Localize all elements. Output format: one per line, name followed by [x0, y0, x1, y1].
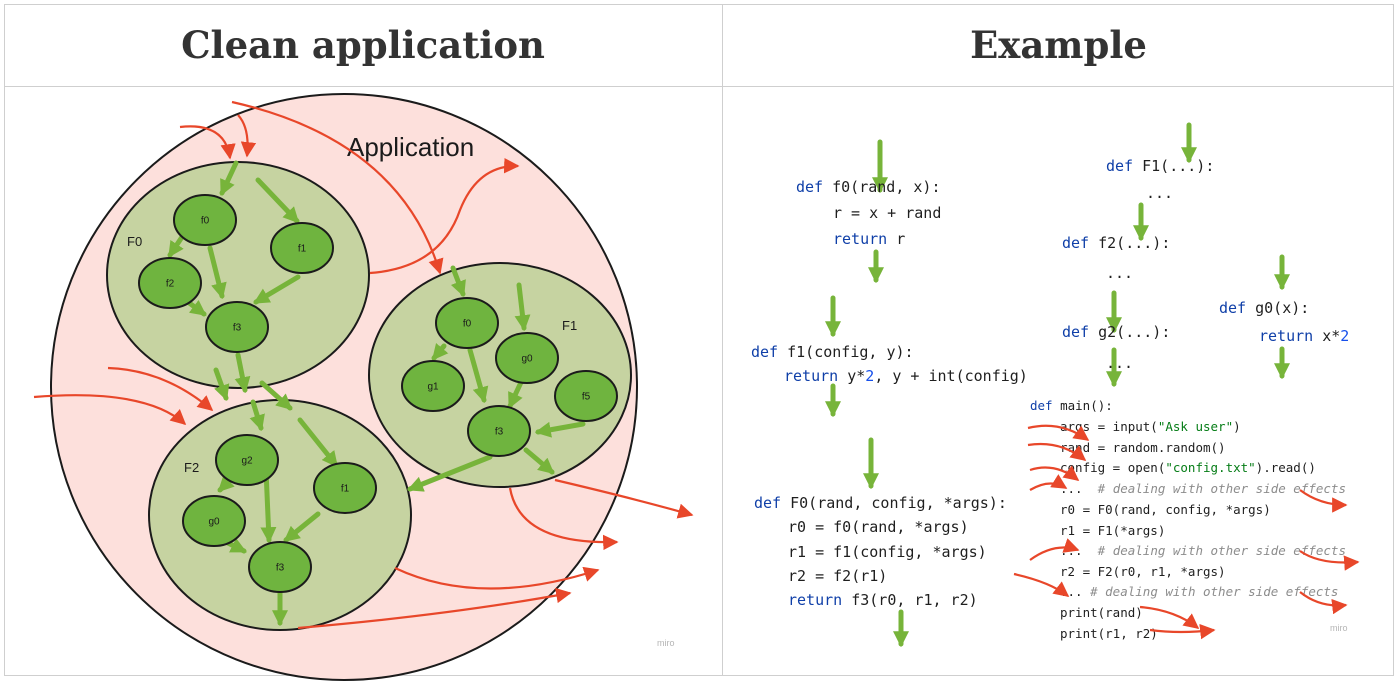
code-watermark: miro: [1330, 623, 1348, 633]
node-F1-f3: [467, 405, 531, 457]
node-F2-f1: [313, 462, 377, 514]
code-side-effect-arrows: [1013, 424, 1360, 640]
code-F0-r0: r0 = f0(rand, *args): [788, 518, 969, 536]
code-main-comment-2: ... # dealing with other side effects: [1060, 543, 1346, 558]
side-effect-arrows: [33, 100, 694, 630]
column-divider: [722, 4, 723, 676]
code-f0-return: return r: [833, 230, 905, 248]
code-f0-body: r = x + rand: [833, 204, 941, 222]
code-f2-def: def f2(...):: [1062, 234, 1170, 252]
node-F0-f1-label: f1: [298, 244, 307, 255]
code-main-def: def main():: [1030, 398, 1113, 413]
node-F0-f1: [270, 222, 334, 274]
code-main-r0: r0 = F0(rand, config, *args): [1060, 502, 1271, 517]
code-F0-def: def F0(rand, config, *args):: [754, 494, 1007, 512]
group-F2-label: F2: [184, 460, 199, 475]
code-F1-def: def F1(...):: [1106, 157, 1214, 175]
code-main-config: config = open("config.txt").read(): [1060, 460, 1316, 475]
code-F1-body: ...: [1146, 184, 1173, 202]
code-g0-def: def g0(x):: [1219, 299, 1309, 317]
node-F0-f3-label: f3: [233, 323, 242, 334]
code-f2-body: ...: [1106, 264, 1133, 282]
node-F1-g0: [495, 332, 559, 384]
application-label: Application: [347, 132, 474, 162]
clean-application-diagram: Application F0 F1 F2: [33, 93, 694, 681]
node-F2-f3: [248, 541, 312, 593]
diagram-watermark: miro: [657, 638, 675, 648]
code-main-r2: r2 = F2(r0, r1, *args): [1060, 564, 1226, 579]
node-F0-f3: [205, 301, 269, 353]
code-g2-body: ...: [1106, 354, 1133, 372]
node-F1-f3-label: f3: [495, 427, 504, 438]
group-F0-label: F0: [127, 234, 142, 249]
flow-arrows: [167, 160, 586, 627]
node-F0-f0: [173, 194, 237, 246]
code-f0-def: def f0(rand, x):: [796, 178, 941, 196]
node-F0-f2-label: f2: [166, 279, 175, 290]
code-main-r1: r1 = F1(*args): [1060, 523, 1165, 538]
code-F0-r1: r1 = f1(config, *args): [788, 543, 987, 561]
group-F1-label: F1: [562, 318, 577, 333]
header-divider: [4, 86, 1394, 87]
code-F0-return: return f3(r0, r1, r2): [788, 591, 978, 609]
code-main-print-r1-r2: print(r1, r2): [1060, 626, 1158, 641]
node-F2-f3-label: f3: [276, 563, 285, 574]
node-F2-g2-label: g2: [241, 456, 253, 467]
example-code-panel: def f0(rand, x): r = x + rand return r d…: [751, 122, 1360, 648]
node-F1-g1-label: g1: [427, 382, 439, 393]
node-F2-g0-label: g0: [208, 517, 220, 528]
code-f1-return: return y*2, y + int(config): [784, 367, 1028, 385]
code-F0-r2: r2 = f2(r1): [788, 567, 887, 585]
node-F1-g0-label: g0: [521, 354, 533, 365]
code-f1-def: def f1(config, y):: [751, 343, 914, 361]
code-g0-return: return x*2: [1259, 327, 1349, 345]
node-F1-f5: [554, 370, 618, 422]
header-example: Example: [970, 23, 1147, 67]
node-F2-g2: [215, 434, 279, 486]
code-flow-arrows: [824, 122, 1291, 648]
node-F1-f0-label: f0: [463, 319, 472, 330]
code-main-print-rand: print(rand): [1060, 605, 1143, 620]
node-F1-f0: [435, 297, 499, 349]
code-main-comment-3: ... # dealing with other side effects: [1060, 584, 1338, 599]
node-F0-f2: [138, 257, 202, 309]
table-frame: [4, 4, 1394, 676]
node-F0-f0-label: f0: [201, 216, 210, 227]
node-F1-f5-label: f5: [582, 392, 591, 403]
code-main-rand: rand = random.random(): [1060, 440, 1226, 455]
code-main-args: args = input("Ask user"): [1060, 419, 1241, 434]
node-F1-g1: [401, 360, 465, 412]
code-g2-def: def g2(...):: [1062, 323, 1170, 341]
group-F1: [368, 262, 632, 488]
node-F2-g0: [182, 495, 246, 547]
code-main-comment-1: ... # dealing with other side effects: [1060, 481, 1346, 496]
node-F2-f1-label: f1: [341, 484, 350, 495]
header-clean-application: Clean application: [181, 23, 545, 67]
